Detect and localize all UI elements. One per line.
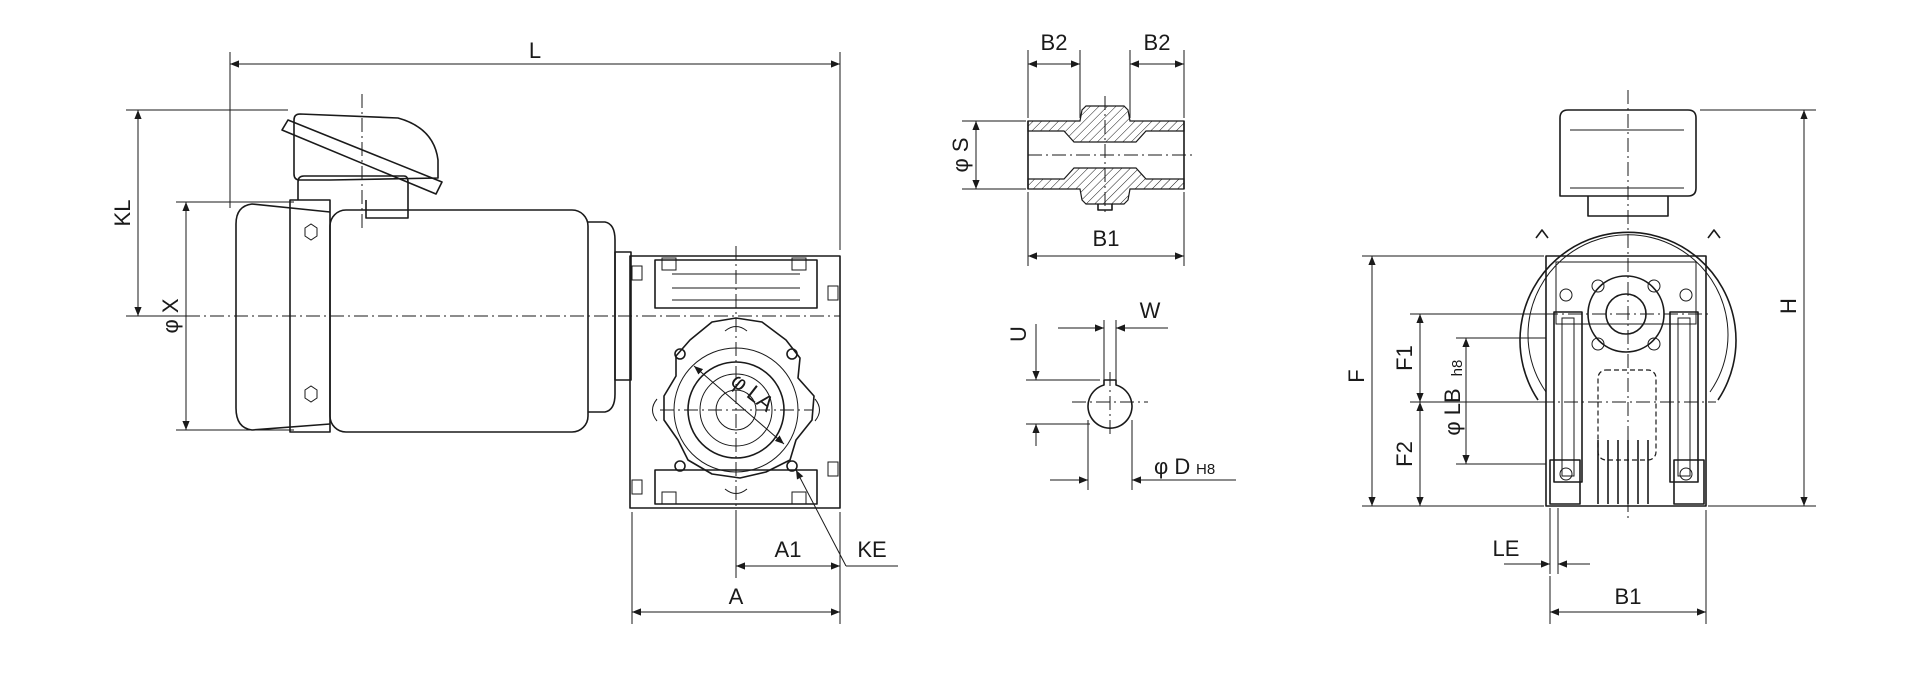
motor-body	[329, 209, 589, 433]
flange-bolt-hole	[786, 460, 798, 472]
label-F2: F2	[1392, 441, 1417, 467]
label-phi-x: φ X	[158, 298, 183, 333]
label-W: W	[1140, 298, 1161, 323]
shaft-keyway	[1097, 204, 1113, 211]
end-view: H F F1 F2 φ LB h8 LE B1	[1344, 90, 1816, 624]
bore-circle	[1087, 379, 1133, 429]
label-phi-D-tolerance: H8	[1196, 461, 1215, 478]
side-view: L KL φ X A A1 KE φ LA	[110, 38, 898, 624]
dim-phi-LA	[693, 365, 785, 445]
label-KL: KL	[110, 200, 135, 227]
end-fins	[1597, 440, 1649, 504]
end-motor-circle	[1519, 231, 1737, 401]
label-F: F	[1344, 369, 1369, 382]
label-F1: F1	[1392, 345, 1417, 371]
ring-bolt-bottom	[304, 385, 318, 403]
label-U: U	[1006, 326, 1031, 342]
bore-keyway-detail: W U φ D H8	[1006, 298, 1236, 490]
end-gearbox	[1545, 255, 1707, 507]
hollow-shaft-section: B2 B2 φ S B1	[948, 30, 1192, 266]
terminal-box-cover-edge	[281, 119, 443, 195]
label-phi-LA: φ LA	[726, 368, 779, 417]
output-flange	[663, 317, 815, 479]
label-B2-left: B2	[1041, 30, 1068, 55]
label-B1-shaft: B1	[1093, 226, 1120, 251]
motor-flange	[588, 221, 616, 413]
label-B2-right: B2	[1144, 30, 1171, 55]
shaft-hatch-top	[1027, 105, 1185, 143]
gearbox-housing	[629, 255, 841, 509]
shaft-hatch-bottom	[1027, 167, 1185, 205]
flange-bolt-hole	[674, 348, 686, 360]
ring-bolt-top	[304, 223, 318, 241]
label-LE: LE	[1493, 536, 1520, 561]
label-phi-D: φ D	[1154, 454, 1190, 479]
label-A1: A1	[775, 537, 802, 562]
label-H: H	[1776, 298, 1801, 314]
label-B1-end: B1	[1615, 584, 1642, 609]
end-terminal-box	[1559, 109, 1697, 197]
label-L: L	[529, 38, 541, 63]
flange-bolt-hole	[786, 348, 798, 360]
terminal-box-base	[297, 175, 409, 219]
label-phi-LB: φ LB	[1440, 388, 1465, 435]
label-phi-S: φ S	[948, 137, 973, 172]
motor-end-cap	[235, 203, 331, 431]
label-KE-side: KE	[857, 537, 886, 562]
end-hollow-shaft	[1597, 369, 1657, 461]
gearbox-bolts	[631, 257, 839, 505]
flange-bolt-hole	[674, 460, 686, 472]
terminal-box-lid	[293, 113, 439, 181]
label-A: A	[729, 584, 744, 609]
label-phi-LB-tolerance: h8	[1449, 360, 1466, 377]
